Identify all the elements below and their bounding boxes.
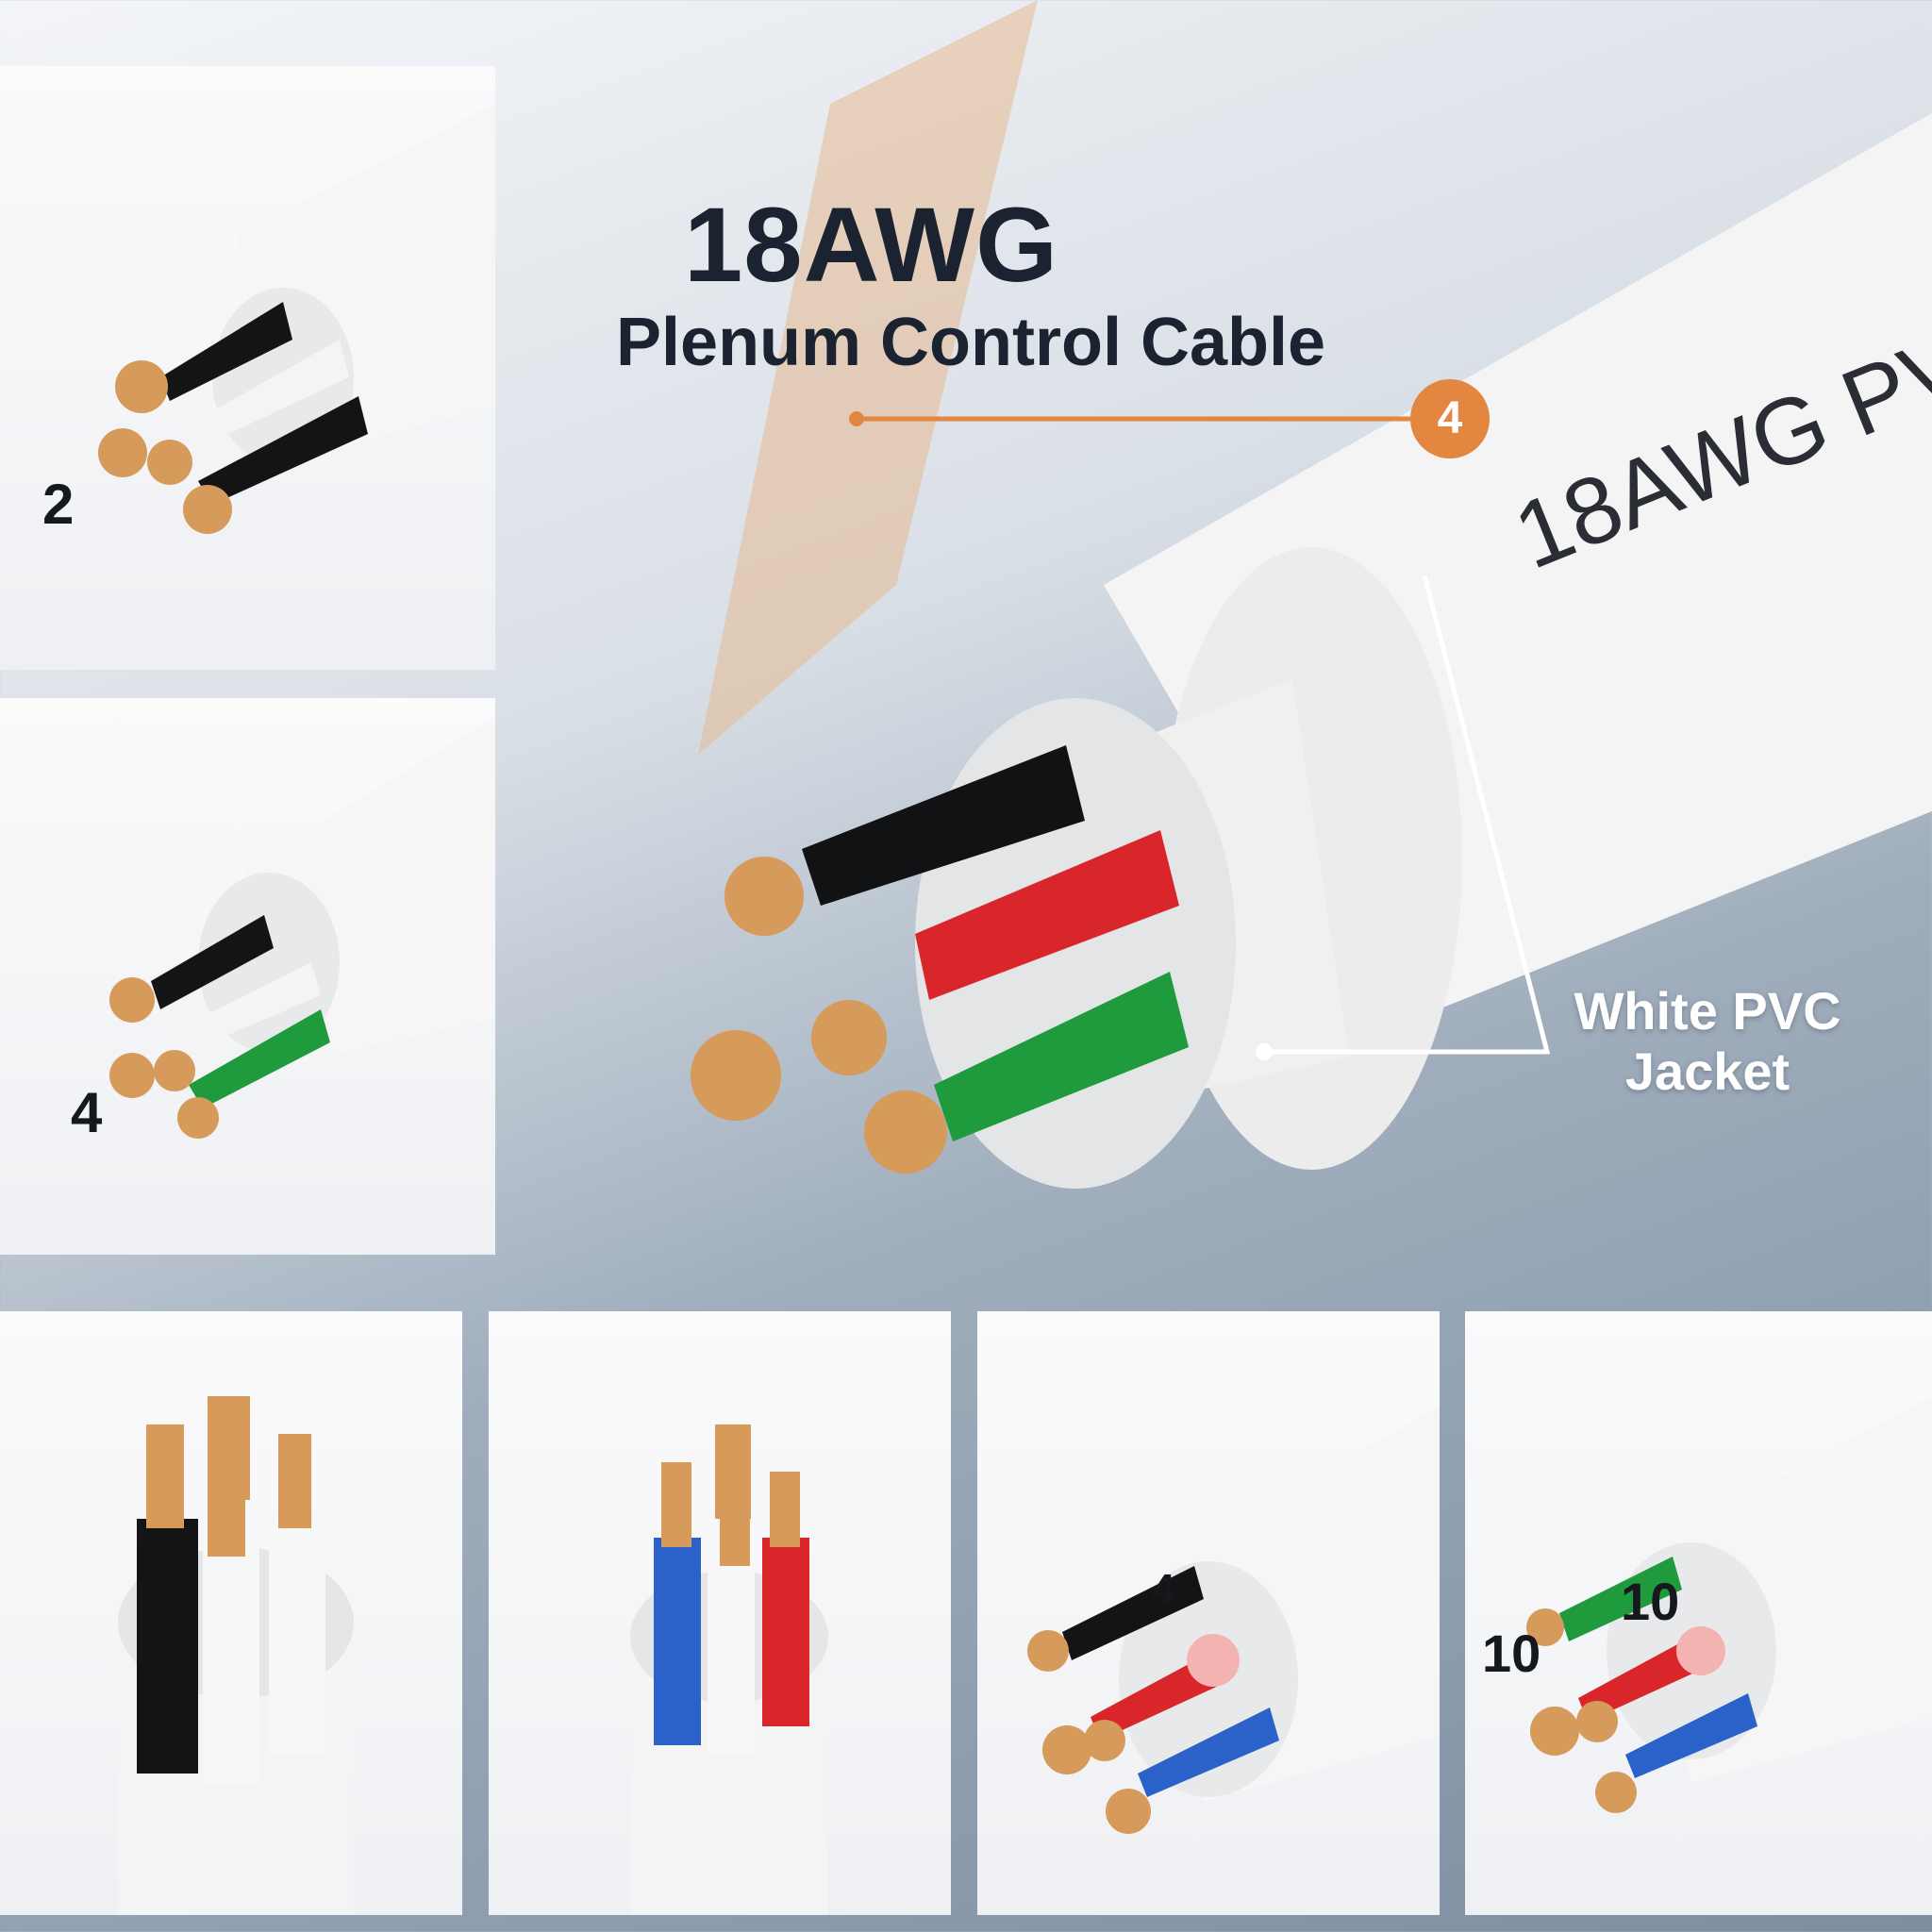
conductor-count-label: 10 [1482, 1624, 1541, 1683]
variant-panel-bottom-1 [0, 1311, 462, 1915]
conductor-count-badge: 4 [1410, 379, 1490, 458]
cable-illustration [1526, 1396, 1932, 1813]
product-gauge-title: 18AWG [684, 186, 1059, 304]
conductor-count-label: 2 [42, 473, 75, 536]
cable-illustration [630, 1424, 828, 1915]
variant-panel-4-conductor: 4 [0, 698, 495, 1255]
cable-illustration [118, 1396, 354, 1915]
variant-panel-2-conductor: 2 [0, 66, 495, 670]
variant-panel-bottom-2 [489, 1311, 951, 1915]
jacket-callout-label: White PVC Jacket [1547, 981, 1868, 1102]
jacket-label-line1: White PVC [1574, 981, 1841, 1041]
cable-illustration [109, 717, 495, 1139]
product-type-title: Plenum Control Cable [616, 305, 1326, 380]
variant-panel-bottom-4: 10 10 [1465, 1311, 1932, 1915]
variant-panel-bottom-3: 4 [977, 1311, 1440, 1915]
conductor-count-label: 10 [1621, 1572, 1680, 1631]
cable-illustration [98, 104, 495, 534]
cable-illustration [1027, 1406, 1440, 1834]
jacket-label-line2: Jacket [1624, 1041, 1790, 1101]
conductor-count-label: 4 [1152, 1566, 1175, 1612]
conductor-count-label: 4 [71, 1081, 103, 1144]
